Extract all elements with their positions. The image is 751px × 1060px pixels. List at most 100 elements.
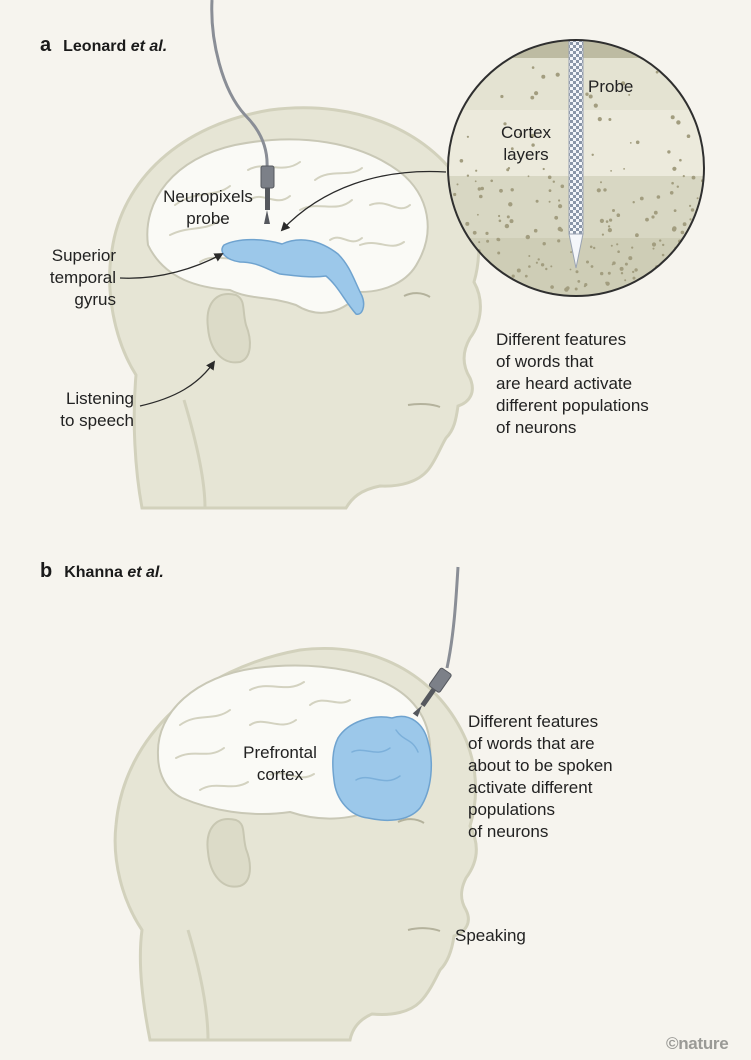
cortex-cell-dot [485, 293, 491, 296]
cortex-cell-dot [668, 287, 671, 290]
panel-a-description: Different features of words that are hea… [496, 329, 649, 439]
cortex-cell-dot [605, 281, 608, 284]
ear-a [206, 293, 251, 364]
panel-b-description-line1: Different features [468, 712, 599, 731]
inset-probe-tip [568, 233, 584, 269]
cortex-cell-dot [496, 237, 500, 242]
cortex-cell-dot [497, 274, 501, 278]
cortex-cell-dot [682, 222, 687, 227]
cortex-cell-dot [639, 285, 643, 289]
probe-cable-a [210, 0, 269, 169]
cortex-cell-dot [600, 271, 604, 276]
cortex-cell-dot [692, 280, 696, 284]
cortex-cell-dot [479, 194, 483, 199]
cortex-cell-dot [588, 94, 593, 99]
cortex-cell-dot [485, 231, 489, 235]
panel-a-author: Leonard [63, 38, 127, 55]
eye-a [403, 292, 431, 298]
cortex-cell-dot [680, 230, 685, 235]
prefrontal-cortex-label: Prefrontal cortex [230, 742, 330, 786]
cortex-cell-dot [698, 264, 702, 268]
cortex-cell-dot [612, 261, 616, 265]
probe-shank-a [265, 188, 270, 210]
cortex-cell-dot [672, 166, 677, 171]
listening-to-speech-label: Listening to speech [30, 388, 134, 432]
cortex-cell-dot [643, 278, 647, 282]
ear-b [206, 818, 251, 888]
cortex-cell-dot [646, 289, 649, 292]
cortex-cell-dot [474, 180, 477, 183]
cortex-cell-dot [542, 167, 545, 171]
cortex-cell-dot [689, 218, 692, 221]
panel-a-etal: et al. [130, 38, 168, 55]
neuropixels-probe-label-line2: probe [186, 209, 230, 228]
cortex-cell-dot [632, 276, 636, 280]
cortex-cell-dot [617, 250, 620, 253]
cortex-cell-dot [510, 147, 514, 151]
cortex-cell-dot [599, 218, 605, 223]
cortex-cell-dot [659, 239, 662, 242]
cortex-cell-dot [601, 233, 605, 236]
cortex-cell-dot [575, 270, 579, 274]
cortex-cell-dot [480, 186, 485, 191]
cortex-cell-dot [506, 215, 510, 219]
cortex-cell-dot [695, 279, 698, 283]
cortex-cell-dot [624, 279, 627, 282]
cortex-cell-dot [531, 143, 535, 147]
cortex-cell-dot [610, 244, 613, 247]
cortex-cell-dot [569, 268, 572, 271]
cortex-cell-dot [654, 278, 658, 283]
cortex-cell-dot [670, 276, 674, 280]
cortex-cell-dot [466, 135, 469, 138]
cortex-cell-dot [531, 66, 535, 69]
cortex-cell-dot [583, 285, 587, 288]
panel-b-etal: et al. [127, 564, 164, 581]
cortex-cell-dot [528, 265, 531, 268]
cortex-cell-dot [667, 150, 671, 154]
inset-probe-shank [568, 40, 584, 235]
cortex-cell-dot [653, 210, 658, 215]
cortex-cell-dot [498, 214, 501, 218]
cortex-cell-dot [511, 274, 515, 278]
cortex-cell-dot [679, 158, 682, 162]
cortex-cell-dot [591, 153, 594, 156]
panel-a-description-line3: are heard activate [496, 374, 633, 393]
pfc-label-line1: Prefrontal [243, 743, 317, 762]
cortex-cell-dot [590, 265, 594, 268]
cortex-cell-dot [689, 204, 692, 207]
cortex-layers-line2: layers [503, 145, 549, 164]
cortex-cell-dot [475, 169, 478, 172]
cortex-cell-dot [453, 192, 457, 197]
inset-border [447, 39, 705, 297]
cortex-cell-dot [448, 104, 450, 108]
listening-label-line1: Listening [65, 389, 134, 408]
cortex-cell-dot [477, 187, 481, 191]
cortex-cell-dot [607, 225, 611, 228]
cortex-cell-dot [499, 188, 503, 193]
cortex-cell-dot [628, 93, 631, 96]
cortex-cell-dot [682, 92, 686, 97]
cortex-cell-dot [621, 81, 626, 86]
cortex-cell-dot [449, 125, 452, 128]
cortex-cell-dot [669, 296, 672, 299]
cortex-cell-dot [661, 253, 665, 257]
cortex-cell-dot [524, 289, 529, 294]
cortex-layers-line1: Cortex [500, 123, 552, 142]
cortex-cell-dot [696, 255, 700, 259]
stg-label-line3: gyrus [74, 290, 116, 309]
cortex-cell-dot [624, 262, 628, 266]
arrow-inset-to-brain [280, 170, 447, 232]
cortex-cell-dot [550, 285, 554, 289]
cortex-cell-dot [535, 261, 539, 264]
probe-connector-a [260, 165, 275, 189]
neuropixels-probe-label: Neuropixels probe [150, 186, 266, 230]
panel-b-illustration [113, 566, 478, 1042]
cortex-cell-dot [552, 180, 555, 183]
cortex-cell-dot [493, 288, 497, 292]
panel-b-author: Khanna [64, 564, 123, 581]
cortex-cell-dot [690, 208, 695, 212]
mouth-a [407, 402, 441, 408]
panel-a-description-line5: of neurons [496, 418, 577, 437]
